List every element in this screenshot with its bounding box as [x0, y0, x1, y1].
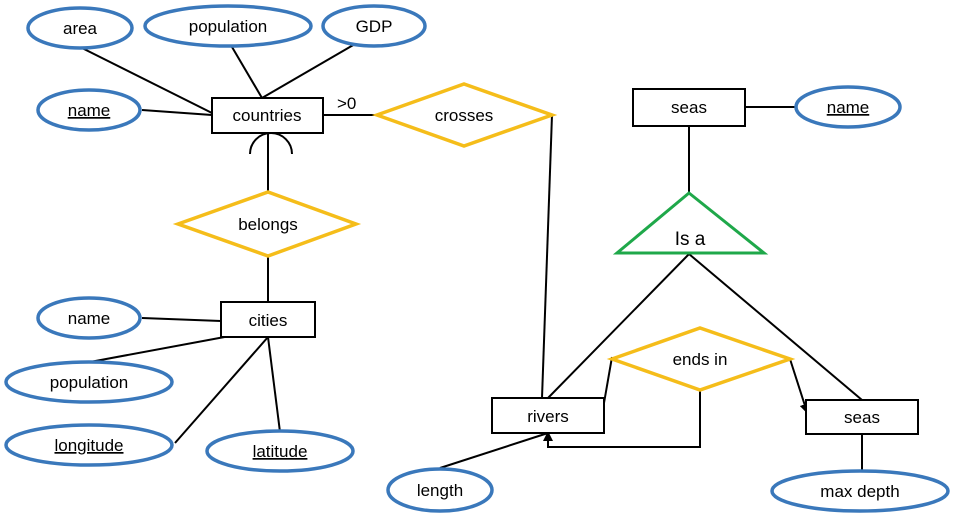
attribute-label-key: longitude [54, 436, 123, 455]
relationship-crosses: crosses [371, 82, 558, 148]
entity-cities: cities [220, 301, 316, 338]
entity-rivers: rivers [491, 397, 605, 434]
attribute-label: population [50, 373, 128, 392]
edge-endsin-rivers-loop [543, 390, 701, 448]
attribute-area: area [26, 6, 134, 50]
edge-countries-population [231, 46, 263, 99]
attribute-label: max depth [820, 482, 899, 501]
edge-countries-name [141, 109, 213, 116]
attribute-latitude: latitude [205, 429, 355, 473]
entity-seas-sub: seas [805, 399, 919, 435]
relationship-ends-in: ends in [606, 326, 796, 392]
attribute-label-key: name [827, 98, 870, 117]
attribute-longitude: longitude [4, 423, 174, 467]
attribute-label-key: name [68, 101, 111, 120]
edge-isa-rivers [547, 253, 690, 399]
edge-cities-longitude [174, 336, 269, 444]
entity-countries: countries [211, 97, 324, 134]
constraint-arc [249, 132, 293, 155]
attribute-label: area [63, 19, 98, 38]
cardinality-label: >0 [337, 94, 356, 113]
entity-seas-super: seas [632, 88, 746, 127]
edge-countries-area [79, 46, 213, 114]
attribute-label-key: latitude [253, 442, 308, 461]
attribute-seas-name: name [794, 85, 902, 129]
edge-rivers-length [439, 432, 549, 469]
attribute-cities-population: population [4, 360, 174, 404]
entity-label: seas [844, 408, 880, 427]
attribute-label: GDP [356, 17, 393, 36]
edge-cities-population [89, 335, 231, 363]
edge-endsin-seas [789, 358, 810, 414]
attribute-label: population [189, 17, 267, 36]
edge-cities-latitude [267, 336, 281, 433]
edge-rivers-endsin [603, 356, 613, 404]
attribute-length: length [386, 467, 494, 513]
connectors [79, 43, 863, 472]
relationship-label: crosses [435, 106, 494, 125]
entity-label: rivers [527, 407, 569, 426]
attribute-gdp: GDP [321, 4, 427, 48]
entity-label: countries [233, 106, 302, 125]
entity-label: seas [671, 98, 707, 117]
relationship-label: ends in [673, 350, 728, 369]
attribute-max-depth: max depth [770, 469, 950, 513]
edge-crosses-rivers [541, 114, 553, 399]
edge-cities-name [141, 317, 222, 322]
edge-countries-gdp [261, 43, 356, 99]
attribute-countries-name: name [36, 88, 142, 132]
attribute-countries-population: population [143, 4, 313, 48]
isa-triangle: Is a [612, 191, 769, 255]
entity-label: cities [249, 311, 288, 330]
attribute-cities-name: name [36, 296, 142, 340]
relationship-label: belongs [238, 215, 298, 234]
attribute-label: length [417, 481, 463, 500]
edge-isa-seas [688, 253, 863, 401]
isa-label: Is a [675, 229, 706, 250]
attribute-label: name [68, 309, 111, 328]
relationship-belongs: belongs [172, 190, 362, 258]
